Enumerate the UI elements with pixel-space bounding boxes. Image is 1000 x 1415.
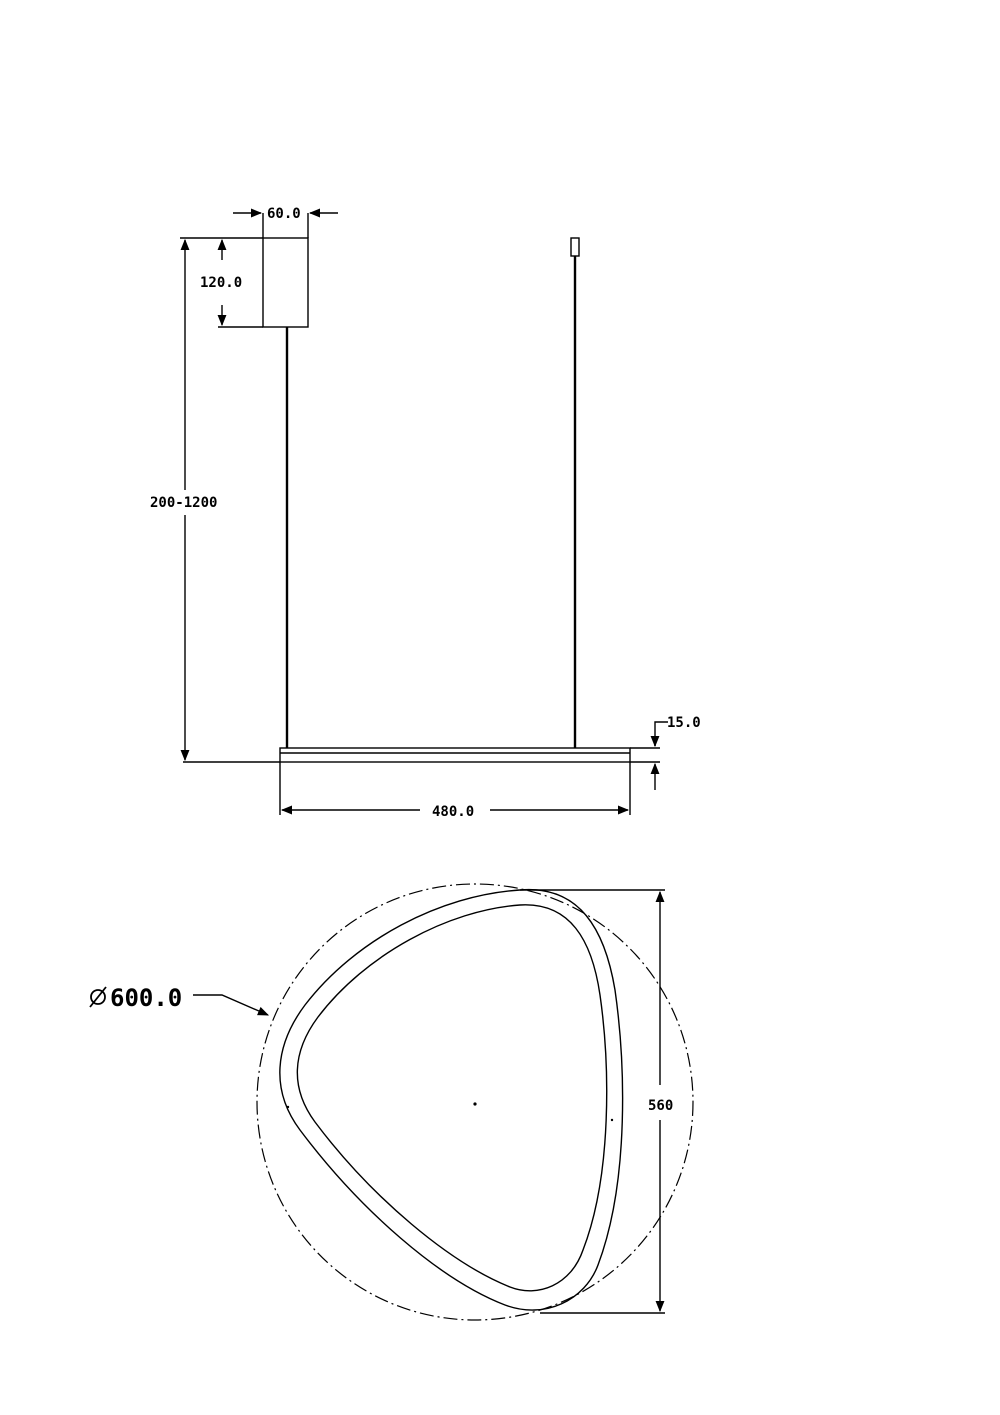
- ring-thickness-label: 15.0: [667, 715, 701, 731]
- top-height-label: 560: [648, 1098, 673, 1114]
- dimension-canopy-width: 60.0: [233, 206, 338, 238]
- canopy-width-label: 60.0: [267, 206, 301, 222]
- top-view: 600.0 560: [89, 883, 694, 1321]
- diameter-label: 600.0: [110, 984, 182, 1012]
- cable-connector: [570, 237, 580, 257]
- ring-inner-contour: [296, 904, 608, 1292]
- reference-circle: [256, 883, 694, 1321]
- canopy: [262, 237, 309, 328]
- diameter-symbol-icon: [89, 986, 107, 1008]
- suspension-length-label: 200-1200: [150, 495, 217, 511]
- ring-outer-contour: [279, 888, 624, 1311]
- center-mark: [473, 1102, 477, 1106]
- dimension-ring-thickness: 15.0: [630, 715, 701, 790]
- dimension-canopy-height: 120.0: [180, 237, 263, 328]
- canopy-height-label: 120.0: [200, 275, 242, 291]
- ring-width-label: 480.0: [432, 804, 474, 820]
- dimension-suspension-length: 200-1200: [150, 238, 280, 763]
- dimension-top-height: 560: [520, 889, 673, 1314]
- side-view: 60.0 120.0 200-1200 15.0: [150, 206, 701, 820]
- dimension-diameter: 600.0: [89, 984, 270, 1016]
- dimension-ring-width: 480.0: [279, 762, 631, 820]
- ring-profile: [279, 747, 631, 763]
